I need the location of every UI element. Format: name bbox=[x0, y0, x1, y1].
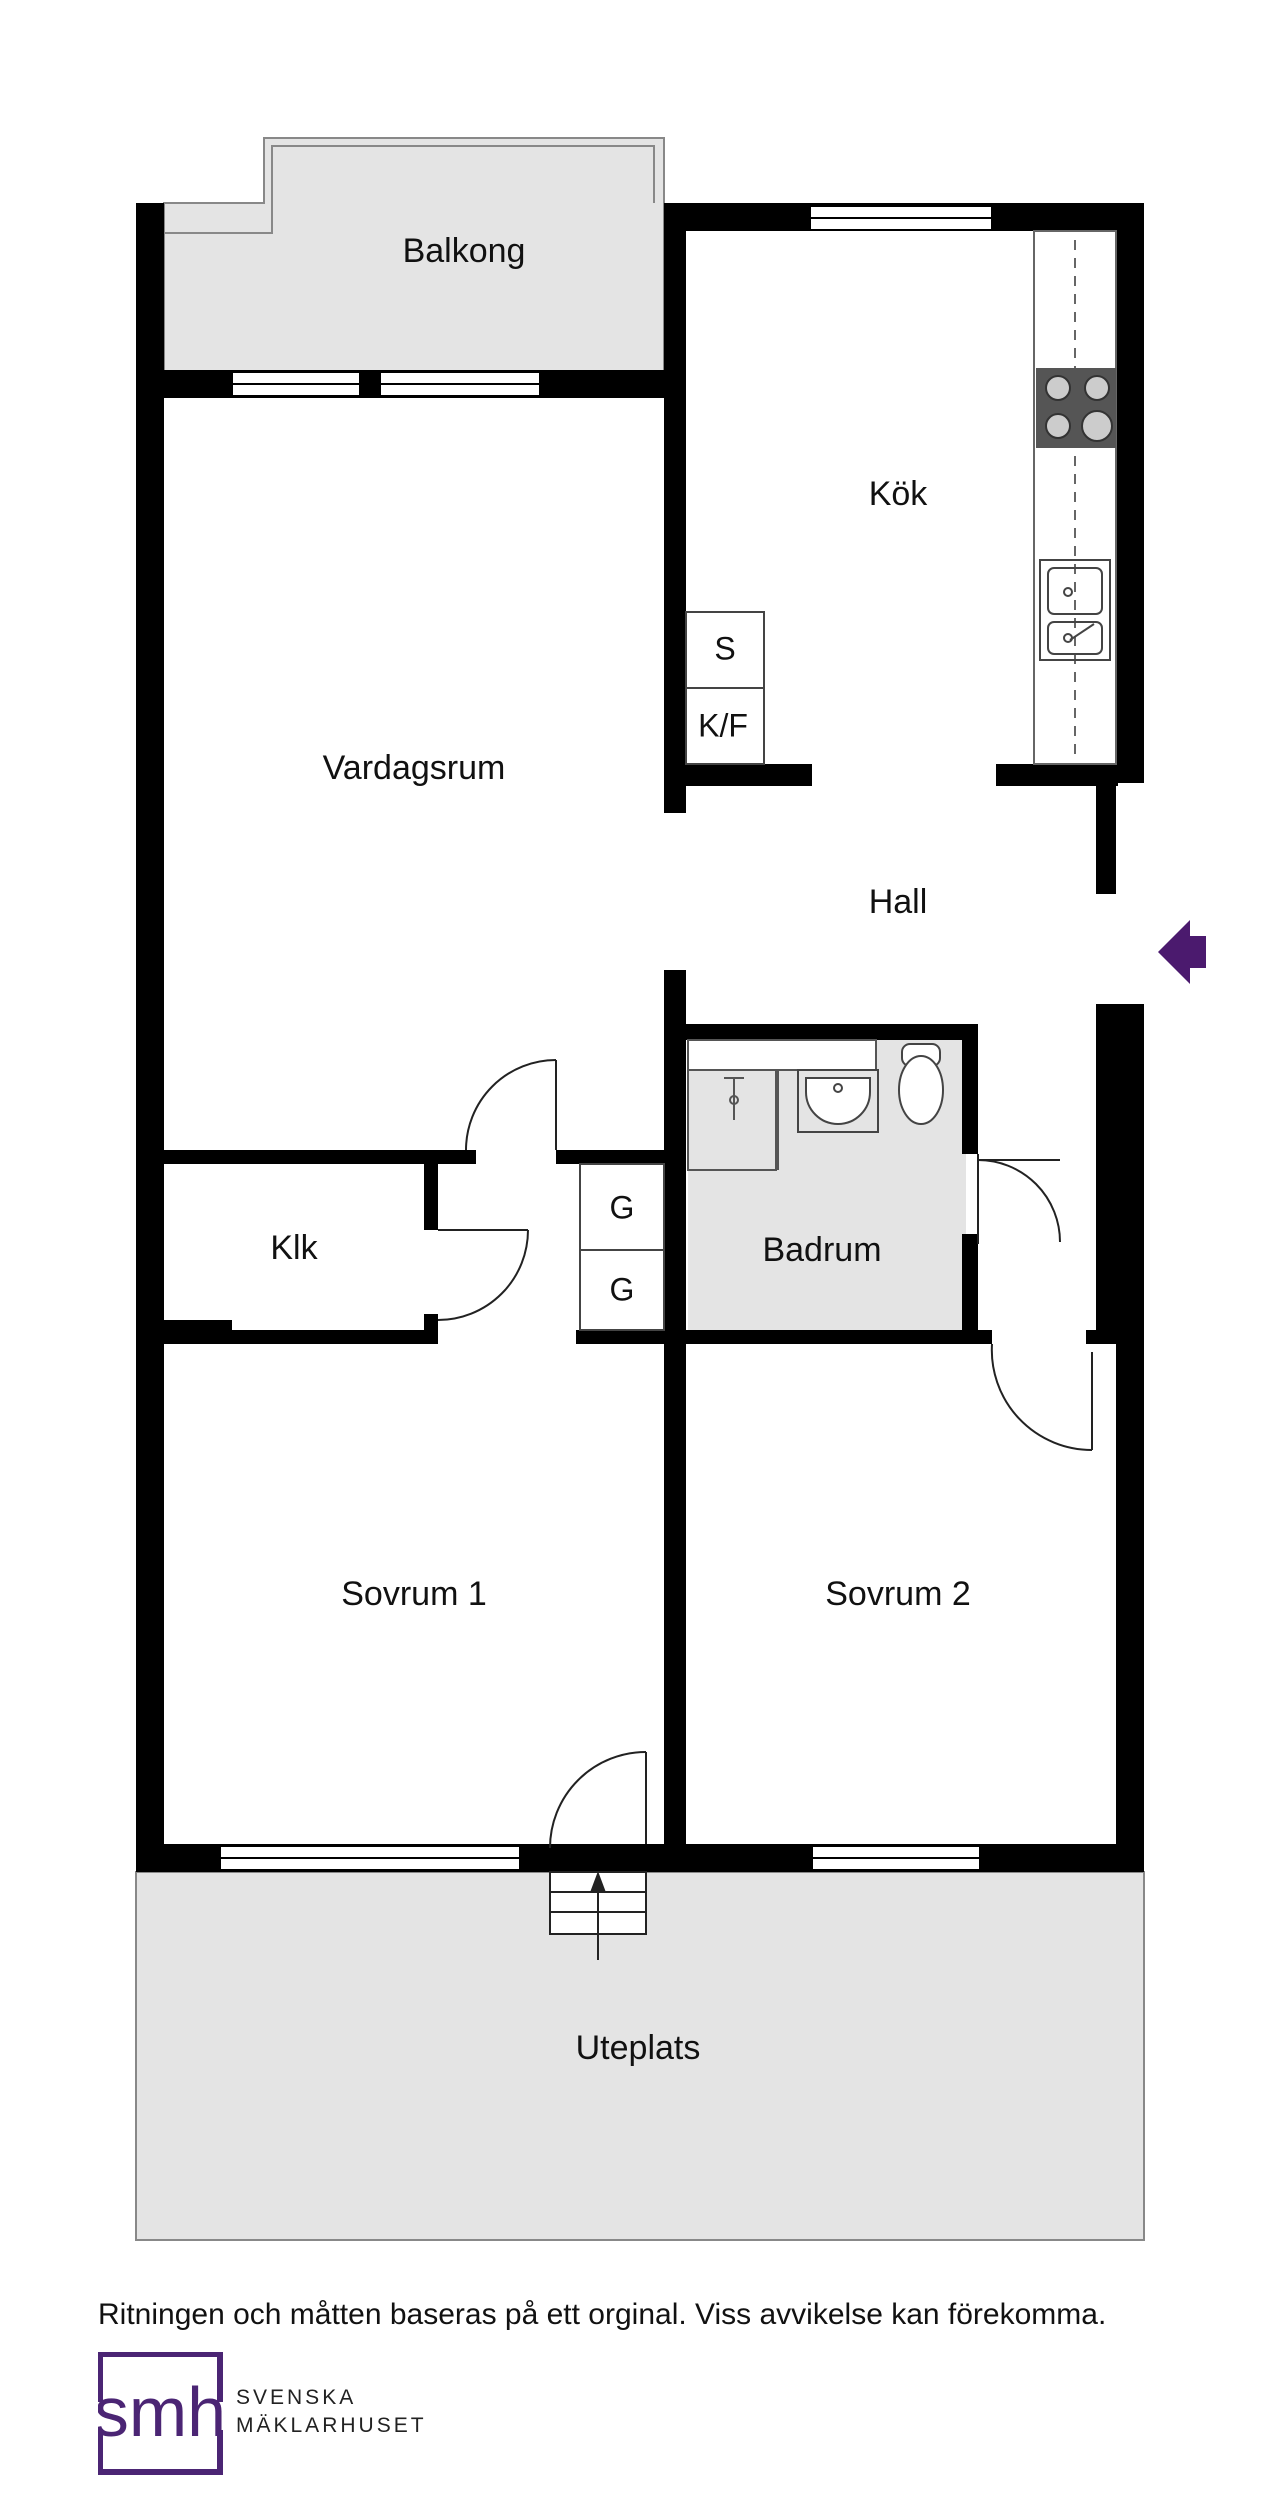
fixture-s-label: S bbox=[714, 630, 735, 666]
windows bbox=[219, 205, 993, 1871]
fixture-kf-label: K/F bbox=[698, 707, 748, 743]
stove-icon bbox=[1036, 368, 1116, 448]
room-label-balkong: Balkong bbox=[403, 232, 526, 270]
fixture-g1-label: G bbox=[610, 1189, 635, 1225]
kitchen-sink-icon bbox=[1039, 559, 1111, 661]
fixture-g2-label: G bbox=[610, 1271, 635, 1307]
disclaimer-text: Ritningen och måtten baseras på ett orgi… bbox=[98, 2298, 1107, 2331]
entrance-arrow-icon bbox=[1158, 920, 1206, 984]
room-label-sovrum2: Sovrum 2 bbox=[825, 1575, 971, 1613]
room-label-klk: Klk bbox=[270, 1229, 318, 1267]
storage-g bbox=[579, 1163, 665, 1331]
room-label-hall: Hall bbox=[869, 883, 928, 921]
patio-steps bbox=[549, 1871, 647, 1960]
logo-line-2: MÄKLARHUSET bbox=[236, 2414, 427, 2437]
room-label-kok: Kök bbox=[869, 475, 929, 513]
room-label-badrum: Badrum bbox=[762, 1231, 881, 1269]
doors bbox=[437, 1059, 1093, 1849]
wash-basin-icon bbox=[797, 1069, 879, 1133]
room-label-vardagsrum: Vardagsrum bbox=[323, 749, 506, 787]
bath-shelf bbox=[687, 1039, 877, 1071]
logo-mark: smh bbox=[98, 2373, 226, 2451]
walls bbox=[136, 203, 1144, 1872]
logo-line-1: SVENSKA bbox=[236, 2386, 356, 2409]
kitchen-counter bbox=[1033, 230, 1117, 765]
room-label-uteplats: Uteplats bbox=[576, 2029, 701, 2067]
toilet-icon bbox=[898, 1043, 944, 1125]
cabinet-s bbox=[685, 611, 765, 765]
company-logo: smh SVENSKA MÄKLARHUSET bbox=[98, 2352, 427, 2475]
room-label-sovrum1: Sovrum 1 bbox=[341, 1575, 487, 1613]
